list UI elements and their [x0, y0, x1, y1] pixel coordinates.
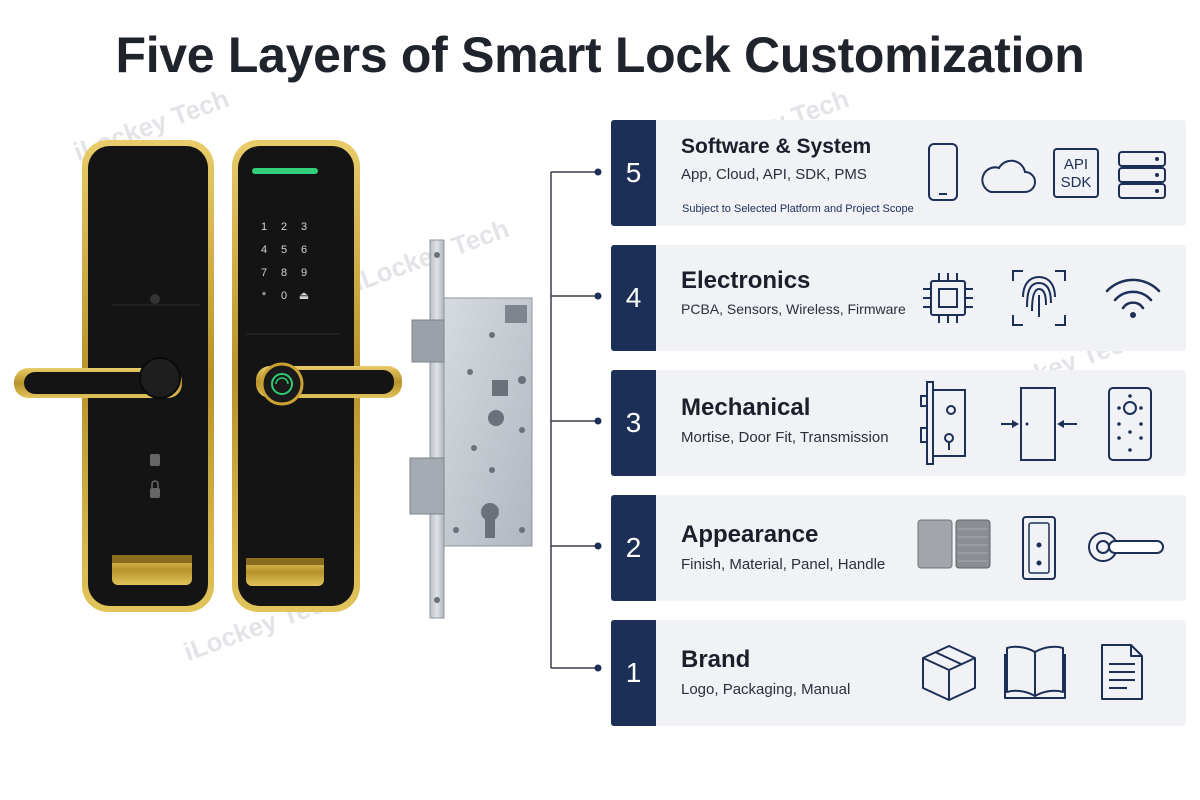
layer-note: Subject to Selected Platform and Project…	[682, 203, 914, 215]
smartphone-icon	[928, 143, 958, 201]
package-box-icon	[922, 645, 976, 701]
layer-description: Logo, Packaging, Manual	[681, 681, 851, 698]
layer-title: Electronics	[681, 267, 811, 294]
keypad-key: 3	[301, 221, 307, 233]
keypad-key: 0	[281, 290, 287, 302]
handle-icon	[1088, 532, 1164, 562]
keypad-key: 6	[301, 244, 307, 256]
panel-icon	[1022, 516, 1056, 580]
door-fit-icon	[1001, 387, 1077, 461]
document-icon	[1101, 644, 1143, 700]
layer-number: 5	[611, 120, 656, 226]
keypad-key: 1	[261, 221, 267, 233]
lock-front-panel: 1 2 3 4 5 6 7 8 9 * 0 ⏏	[232, 140, 402, 612]
layer-card-software: 5 Software & System App, Cloud, API, SDK…	[611, 120, 1186, 226]
layer-card-appearance: 2 Appearance Finish, Material, Panel, Ha…	[611, 495, 1186, 601]
page-title: Five Layers of Smart Lock Customization	[115, 27, 1085, 83]
api-label: API	[1064, 156, 1088, 173]
keypad-key: 9	[301, 267, 307, 279]
lock-back-panel	[14, 140, 214, 612]
layer-title: Mechanical	[681, 394, 811, 421]
api-sdk-icon: API SDK	[1053, 148, 1099, 198]
smart-lock-illustration: 1 2 3 4 5 6 7 8 9 * 0 ⏏	[14, 140, 533, 619]
keypad-key: *	[262, 290, 267, 302]
sdk-label: SDK	[1061, 174, 1092, 191]
manual-book-icon	[1004, 645, 1066, 699]
chip-icon	[923, 273, 973, 323]
keypad-key: 4	[261, 244, 267, 256]
layer-description: Finish, Material, Panel, Handle	[681, 556, 886, 573]
cloud-icon	[981, 159, 1036, 193]
mounting-plate-icon	[1108, 387, 1152, 461]
layer-number: 1	[611, 620, 656, 726]
layer-connector-lines	[550, 168, 602, 672]
mortise-icon	[920, 381, 966, 465]
wifi-icon	[1105, 278, 1161, 318]
fingerprint-icon	[1012, 270, 1066, 326]
layer-description: PCBA, Sensors, Wireless, Firmware	[681, 301, 906, 317]
server-icon	[1118, 151, 1166, 199]
keypad-key: 7	[261, 267, 267, 279]
layer-description: App, Cloud, API, SDK, PMS	[681, 166, 867, 183]
layer-number: 4	[611, 245, 656, 351]
layer-card-brand: 1 Brand Logo, Packaging, Manual	[611, 620, 1186, 726]
layer-card-electronics: 4 Electronics PCBA, Sensors, Wireless, F…	[611, 245, 1186, 351]
finish-swatches-icon	[917, 519, 991, 569]
layer-title: Software & System	[681, 135, 872, 158]
layer-description: Mortise, Door Fit, Transmission	[681, 429, 889, 446]
keypad-key: 8	[281, 267, 287, 279]
keypad-key: 2	[281, 221, 287, 233]
layer-title: Appearance	[681, 521, 819, 548]
keypad-key: 5	[281, 244, 287, 256]
layer-number: 3	[611, 370, 656, 476]
layer-title: Brand	[681, 646, 751, 673]
mortise-lock-body	[409, 239, 533, 619]
keypad-key: ⏏	[299, 290, 309, 302]
layer-number: 2	[611, 495, 656, 601]
layer-card-mechanical: 3 Mechanical Mortise, Door Fit, Transmis…	[611, 370, 1186, 476]
